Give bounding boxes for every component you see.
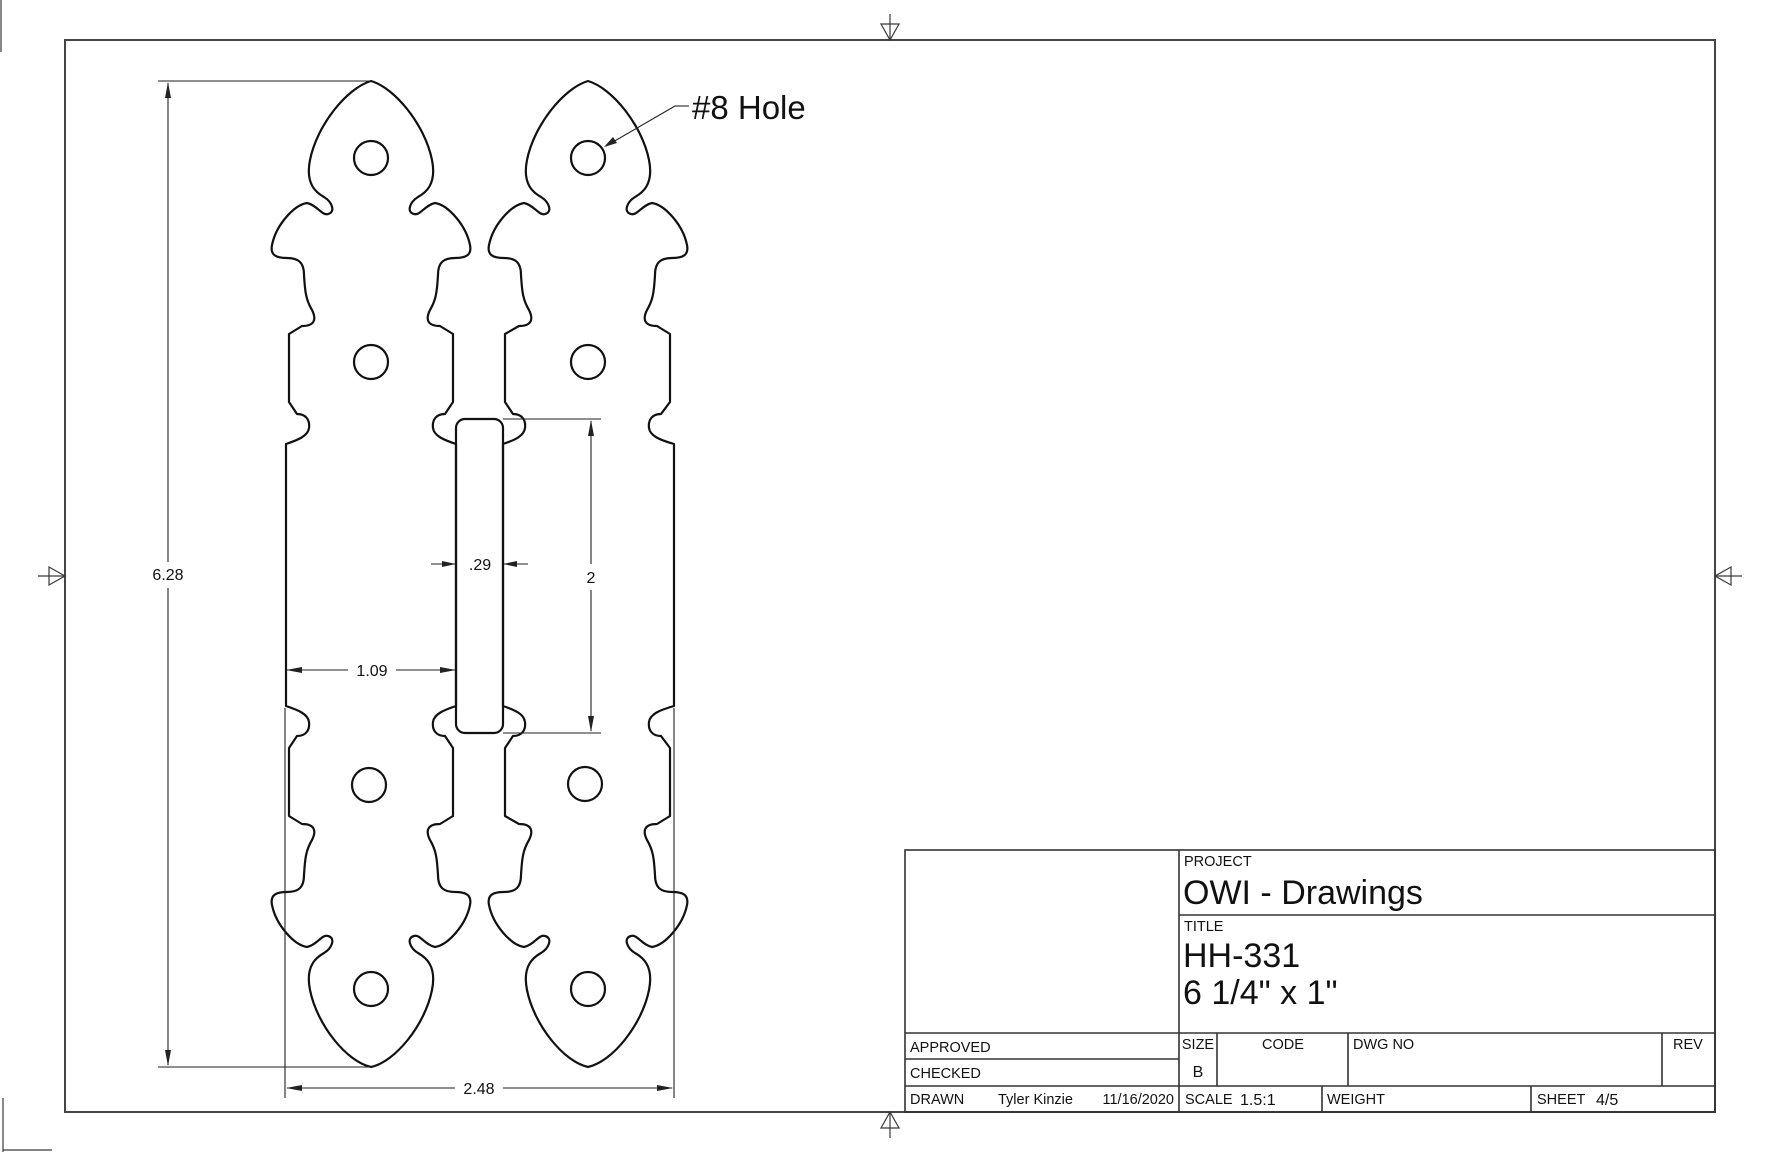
center-mark-right-icon <box>1713 565 1742 587</box>
size-label: SIZE <box>1182 1037 1215 1053</box>
sheet-value: 4/5 <box>1596 1092 1618 1109</box>
hinge-leaf-left <box>270 79 472 1069</box>
dwg-no-label: DWG NO <box>1353 1037 1414 1053</box>
center-mark-left-icon <box>38 565 67 587</box>
title-part-number: HH-331 <box>1183 937 1300 975</box>
hole-callout-label: #8 Hole <box>692 89 806 126</box>
hinge-pin <box>454 417 505 735</box>
project-value: OWI - Drawings <box>1183 874 1423 912</box>
dimension-overall-height: 6.28 <box>152 80 371 1068</box>
title-label: TITLE <box>1184 919 1224 935</box>
dimension-leaf-width: 1.09 <box>286 663 456 680</box>
project-label: PROJECT <box>1184 854 1252 870</box>
approved-label: APPROVED <box>910 1040 991 1056</box>
dimension-pin-width: .29 <box>431 557 528 574</box>
dimension-pin-length: 2 <box>503 418 601 734</box>
hole-callout: #8 Hole <box>604 89 806 147</box>
hinge-leaf-right <box>487 79 689 1069</box>
drawing-border <box>64 39 1716 1113</box>
sheet-label: SHEET <box>1537 1092 1585 1108</box>
center-mark-bottom-icon <box>879 1110 901 1138</box>
dim-label-leaf-width: 1.09 <box>356 663 387 680</box>
checked-label: CHECKED <box>910 1066 981 1082</box>
dimension-overall-width: 2.48 <box>284 708 675 1098</box>
drawn-label: DRAWN <box>910 1092 964 1108</box>
title-part-size: 6 1/4" x 1" <box>1183 974 1338 1012</box>
scale-value: 1.5:1 <box>1240 1092 1276 1109</box>
center-mark-top-icon <box>879 14 901 42</box>
dim-label-pin-width: .29 <box>469 557 491 574</box>
dim-label-overall-width: 2.48 <box>463 1081 494 1098</box>
drawn-by: Tyler Kinzie <box>998 1092 1073 1108</box>
drawn-date: 11/16/2020 <box>1103 1092 1175 1108</box>
rev-label: REV <box>1673 1037 1703 1053</box>
scale-label: SCALE <box>1185 1092 1233 1108</box>
weight-label: WEIGHT <box>1327 1092 1385 1108</box>
size-value: B <box>1193 1064 1204 1081</box>
corner-marks <box>0 0 52 1152</box>
dim-label-overall-height: 6.28 <box>152 567 183 584</box>
code-label: CODE <box>1262 1037 1304 1053</box>
title-block: PROJECT OWI - Drawings TITLE HH-331 6 1/… <box>904 849 1716 1113</box>
dim-label-pin-length: 2 <box>587 570 596 587</box>
